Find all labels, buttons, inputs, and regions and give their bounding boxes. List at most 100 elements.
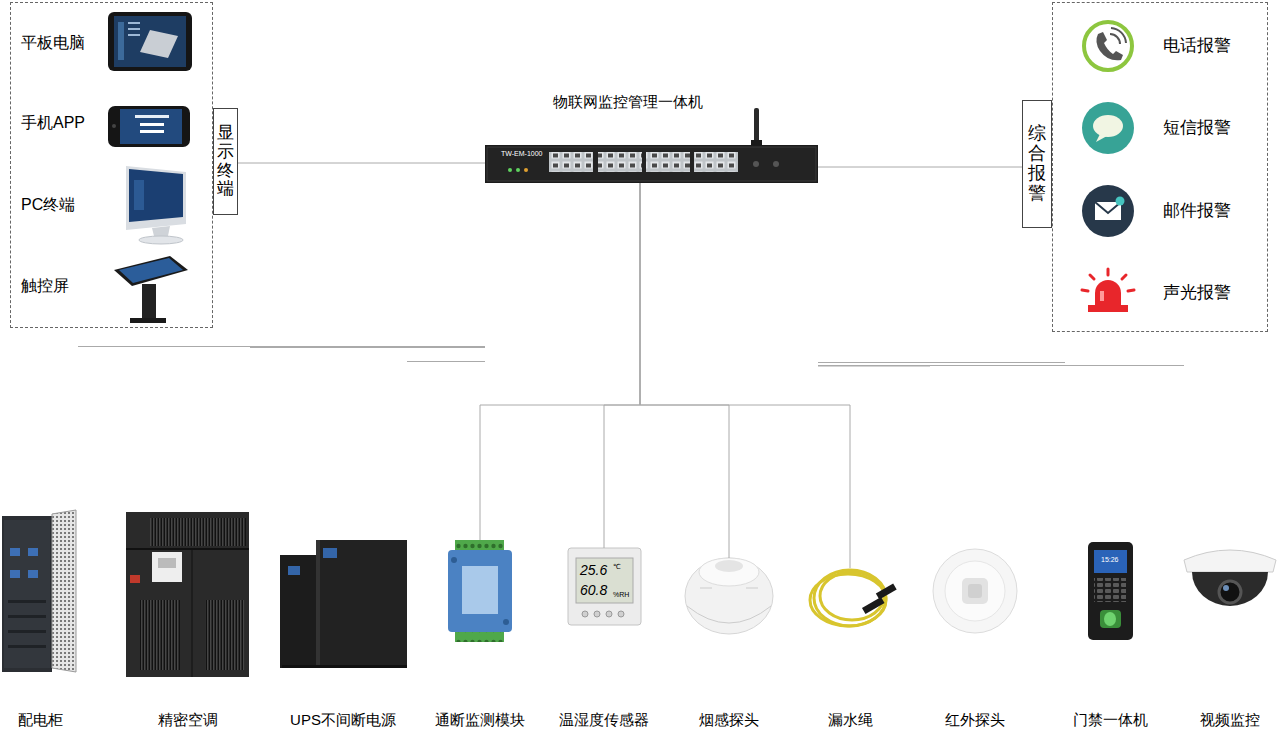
dome-camera-image bbox=[1184, 550, 1276, 572]
tablet-image bbox=[114, 16, 186, 67]
siren-alarm-icon bbox=[1122, 275, 1126, 279]
distribution-cabinet-image bbox=[8, 615, 46, 618]
io-module-image bbox=[451, 557, 457, 563]
siren-alarm-icon bbox=[1082, 269, 1134, 312]
distribution-cabinet-image bbox=[2, 516, 52, 672]
group-title-box: 显示终端 bbox=[213, 108, 238, 215]
distribution-cabinet-image bbox=[2, 510, 76, 672]
terminal-label: PC终端 bbox=[21, 195, 75, 215]
dome-camera-image bbox=[1219, 581, 1241, 603]
terminal-label: 手机APP bbox=[21, 113, 85, 133]
io-module-image bbox=[448, 540, 512, 642]
pc-image bbox=[126, 166, 186, 230]
mail-alarm-icon bbox=[1082, 185, 1134, 237]
terminal-label: 触控屏 bbox=[21, 276, 69, 296]
infrared-detector-image bbox=[933, 549, 1017, 633]
device-name: 烟感探头 bbox=[699, 710, 759, 730]
device-name: 精密空调 bbox=[158, 710, 218, 730]
siren-alarm-icon bbox=[1107, 269, 1110, 275]
device-name: 配电柜 bbox=[18, 710, 63, 730]
water-leak-rope-image bbox=[810, 574, 886, 626]
phone-alarm-icon bbox=[1084, 22, 1132, 70]
access-control-image bbox=[1094, 578, 1126, 602]
connector-line bbox=[818, 365, 1184, 366]
controller-rack bbox=[598, 152, 642, 172]
connector-line bbox=[640, 183, 729, 558]
water-leak-rope-image bbox=[810, 570, 897, 626]
distribution-cabinet-image bbox=[10, 570, 20, 578]
device-name: 漏水绳 bbox=[828, 710, 873, 730]
device-name: 温湿度传感器 bbox=[559, 710, 649, 730]
field-device: 通断监测模块 bbox=[430, 540, 530, 732]
field-device: 配电柜 bbox=[2, 510, 78, 732]
connector-line bbox=[250, 347, 485, 348]
alarm-label: 声光报警 bbox=[1163, 283, 1231, 303]
connector-line bbox=[480, 183, 640, 540]
connector-line bbox=[640, 183, 850, 568]
ups-image bbox=[280, 555, 318, 668]
mail-alarm-icon bbox=[1116, 197, 1125, 206]
controller-rack bbox=[524, 168, 528, 172]
ups-image bbox=[323, 548, 337, 558]
field-device: 漏水绳 bbox=[805, 568, 895, 732]
io-module-image bbox=[462, 566, 498, 614]
smoke-detector-image bbox=[746, 588, 758, 589]
th-sensor-image bbox=[618, 611, 624, 617]
infrared-detector-image bbox=[933, 549, 1017, 633]
water-leak-rope-image bbox=[820, 572, 884, 620]
connector-line bbox=[818, 362, 1065, 363]
group-title: 综合报警 bbox=[1028, 124, 1046, 203]
dome-camera-image bbox=[1192, 572, 1268, 606]
field-device: 精密空调 bbox=[126, 512, 250, 732]
field-device: 红外探头 bbox=[930, 549, 1020, 732]
th-sensor-image bbox=[606, 611, 612, 617]
siren-alarm-icon bbox=[1128, 290, 1134, 291]
access-control-image bbox=[1094, 550, 1127, 573]
display-reading: 60.8 bbox=[580, 583, 607, 598]
ups-image bbox=[316, 540, 320, 668]
device-name: 视频监控 bbox=[1200, 710, 1260, 730]
phone-alarm-icon bbox=[1111, 28, 1126, 43]
pc-image bbox=[152, 226, 170, 236]
sms-alarm-icon bbox=[1082, 102, 1134, 154]
connector-line bbox=[818, 366, 930, 367]
tablet-image bbox=[140, 30, 178, 58]
controller-rack bbox=[487, 147, 816, 181]
alarm-label: 电话报警 bbox=[1163, 36, 1231, 56]
phone-image bbox=[112, 124, 116, 128]
device-name: 通断监测模块 bbox=[435, 710, 525, 730]
mail-alarm-icon bbox=[1082, 185, 1134, 237]
ups-image bbox=[280, 540, 407, 668]
distribution-cabinet-image bbox=[28, 570, 38, 578]
controller-rack bbox=[646, 152, 690, 172]
precision-ac-image bbox=[192, 550, 193, 677]
sms-alarm-icon bbox=[1082, 102, 1134, 154]
access-control-image bbox=[1088, 542, 1133, 640]
touchscreen-image bbox=[114, 256, 188, 323]
display-reading: 15:26 bbox=[1101, 556, 1119, 564]
smoke-detector-image bbox=[685, 558, 773, 634]
terminal-label: 平板电脑 bbox=[21, 33, 85, 53]
alarm-label: 邮件报警 bbox=[1163, 201, 1231, 221]
tablet-image bbox=[128, 34, 140, 36]
field-device: 门禁一体机 bbox=[1065, 542, 1155, 732]
connector-line bbox=[238, 163, 485, 164]
touchscreen-image bbox=[130, 318, 166, 323]
io-module-image bbox=[448, 550, 512, 632]
controller-rack bbox=[773, 161, 779, 167]
phone-image bbox=[140, 130, 164, 133]
precision-ac-image bbox=[126, 548, 249, 550]
phone-image bbox=[108, 106, 190, 147]
controller-rack bbox=[753, 161, 759, 167]
access-control-image bbox=[1100, 610, 1121, 628]
th-sensor-image bbox=[582, 611, 588, 617]
siren-alarm-icon bbox=[1088, 305, 1128, 312]
siren-alarm-icon bbox=[1090, 275, 1094, 279]
smoke-detector-image bbox=[700, 588, 712, 589]
io-module-image bbox=[455, 630, 504, 642]
distribution-cabinet-image bbox=[8, 645, 46, 648]
field-device: 烟感探头 bbox=[684, 558, 774, 732]
water-leak-rope-image bbox=[810, 570, 886, 626]
precision-ac-image bbox=[126, 512, 249, 677]
